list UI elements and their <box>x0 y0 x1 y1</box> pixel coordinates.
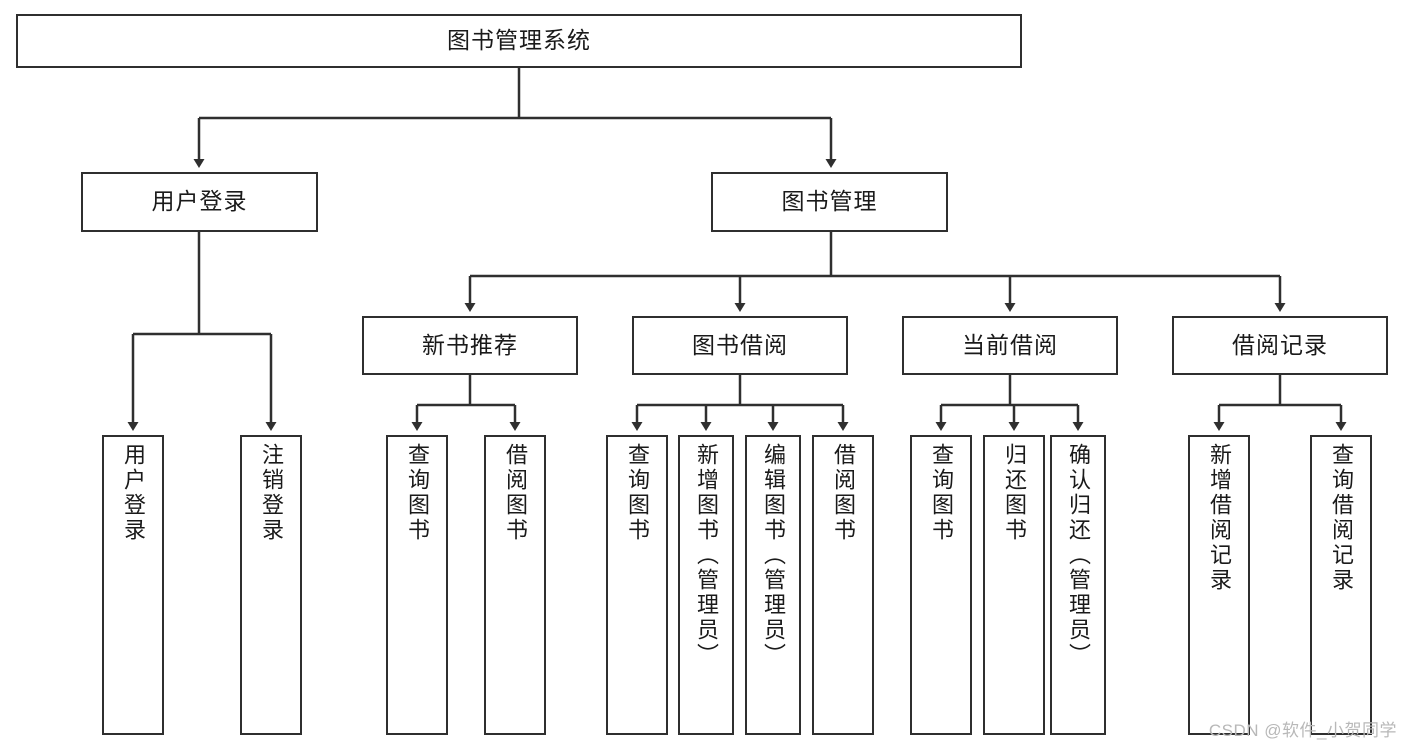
node-book-borrow-label: 图书借阅 <box>692 331 788 358</box>
node-book-borrow[interactable]: 图书借阅 <box>632 316 848 375</box>
node-leaf-return-book-label: 归还图书 <box>1002 443 1027 543</box>
node-current-borrow[interactable]: 当前借阅 <box>902 316 1118 375</box>
node-root-label: 图书管理系统 <box>447 27 591 54</box>
node-new-book-recommend[interactable]: 新书推荐 <box>362 316 578 375</box>
node-leaf-add-record-label: 新增借阅记录 <box>1207 443 1232 593</box>
node-book-management[interactable]: 图书管理 <box>711 172 948 232</box>
node-leaf-borrow-book-2[interactable]: 借阅图书 <box>812 435 874 735</box>
node-leaf-borrow-book-1-label: 借阅图书 <box>503 443 528 543</box>
node-leaf-query-book-1-label: 查询图书 <box>405 443 430 543</box>
node-leaf-return-book[interactable]: 归还图书 <box>983 435 1045 735</box>
node-leaf-confirm-return-label: 确认归还（管理员） <box>1066 443 1091 668</box>
node-current-borrow-label: 当前借阅 <box>962 331 1058 358</box>
node-new-book-recommend-label: 新书推荐 <box>422 331 518 358</box>
node-user-login[interactable]: 用户登录 <box>81 172 318 232</box>
watermark: CSDN @软件_小贺同学 <box>1208 721 1397 740</box>
node-leaf-query-book-2[interactable]: 查询图书 <box>606 435 668 735</box>
node-borrow-record[interactable]: 借阅记录 <box>1172 316 1388 375</box>
node-leaf-add-book-label: 新增图书（管理员） <box>694 443 719 668</box>
node-leaf-edit-book[interactable]: 编辑图书（管理员） <box>745 435 801 735</box>
node-leaf-query-book-1[interactable]: 查询图书 <box>386 435 448 735</box>
node-leaf-query-book-3-label: 查询图书 <box>929 443 954 543</box>
node-root[interactable]: 图书管理系统 <box>16 14 1022 68</box>
node-leaf-query-record[interactable]: 查询借阅记录 <box>1310 435 1372 735</box>
node-leaf-user-login[interactable]: 用户登录 <box>102 435 164 735</box>
node-leaf-query-record-label: 查询借阅记录 <box>1329 443 1354 593</box>
node-leaf-query-book-2-label: 查询图书 <box>625 443 650 543</box>
node-leaf-user-login-label: 用户登录 <box>121 443 146 543</box>
node-borrow-record-label: 借阅记录 <box>1232 331 1328 358</box>
node-leaf-add-book[interactable]: 新增图书（管理员） <box>678 435 734 735</box>
node-leaf-borrow-book-2-label: 借阅图书 <box>831 443 856 543</box>
node-user-login-label: 用户登录 <box>151 188 248 215</box>
node-leaf-query-book-3[interactable]: 查询图书 <box>910 435 972 735</box>
node-leaf-user-logout[interactable]: 注销登录 <box>240 435 302 735</box>
node-book-management-label: 图书管理 <box>781 188 878 215</box>
node-leaf-confirm-return[interactable]: 确认归还（管理员） <box>1050 435 1106 735</box>
node-leaf-edit-book-label: 编辑图书（管理员） <box>761 443 786 668</box>
node-leaf-user-logout-label: 注销登录 <box>259 443 284 543</box>
node-leaf-borrow-book-1[interactable]: 借阅图书 <box>484 435 546 735</box>
node-leaf-add-record[interactable]: 新增借阅记录 <box>1188 435 1250 735</box>
